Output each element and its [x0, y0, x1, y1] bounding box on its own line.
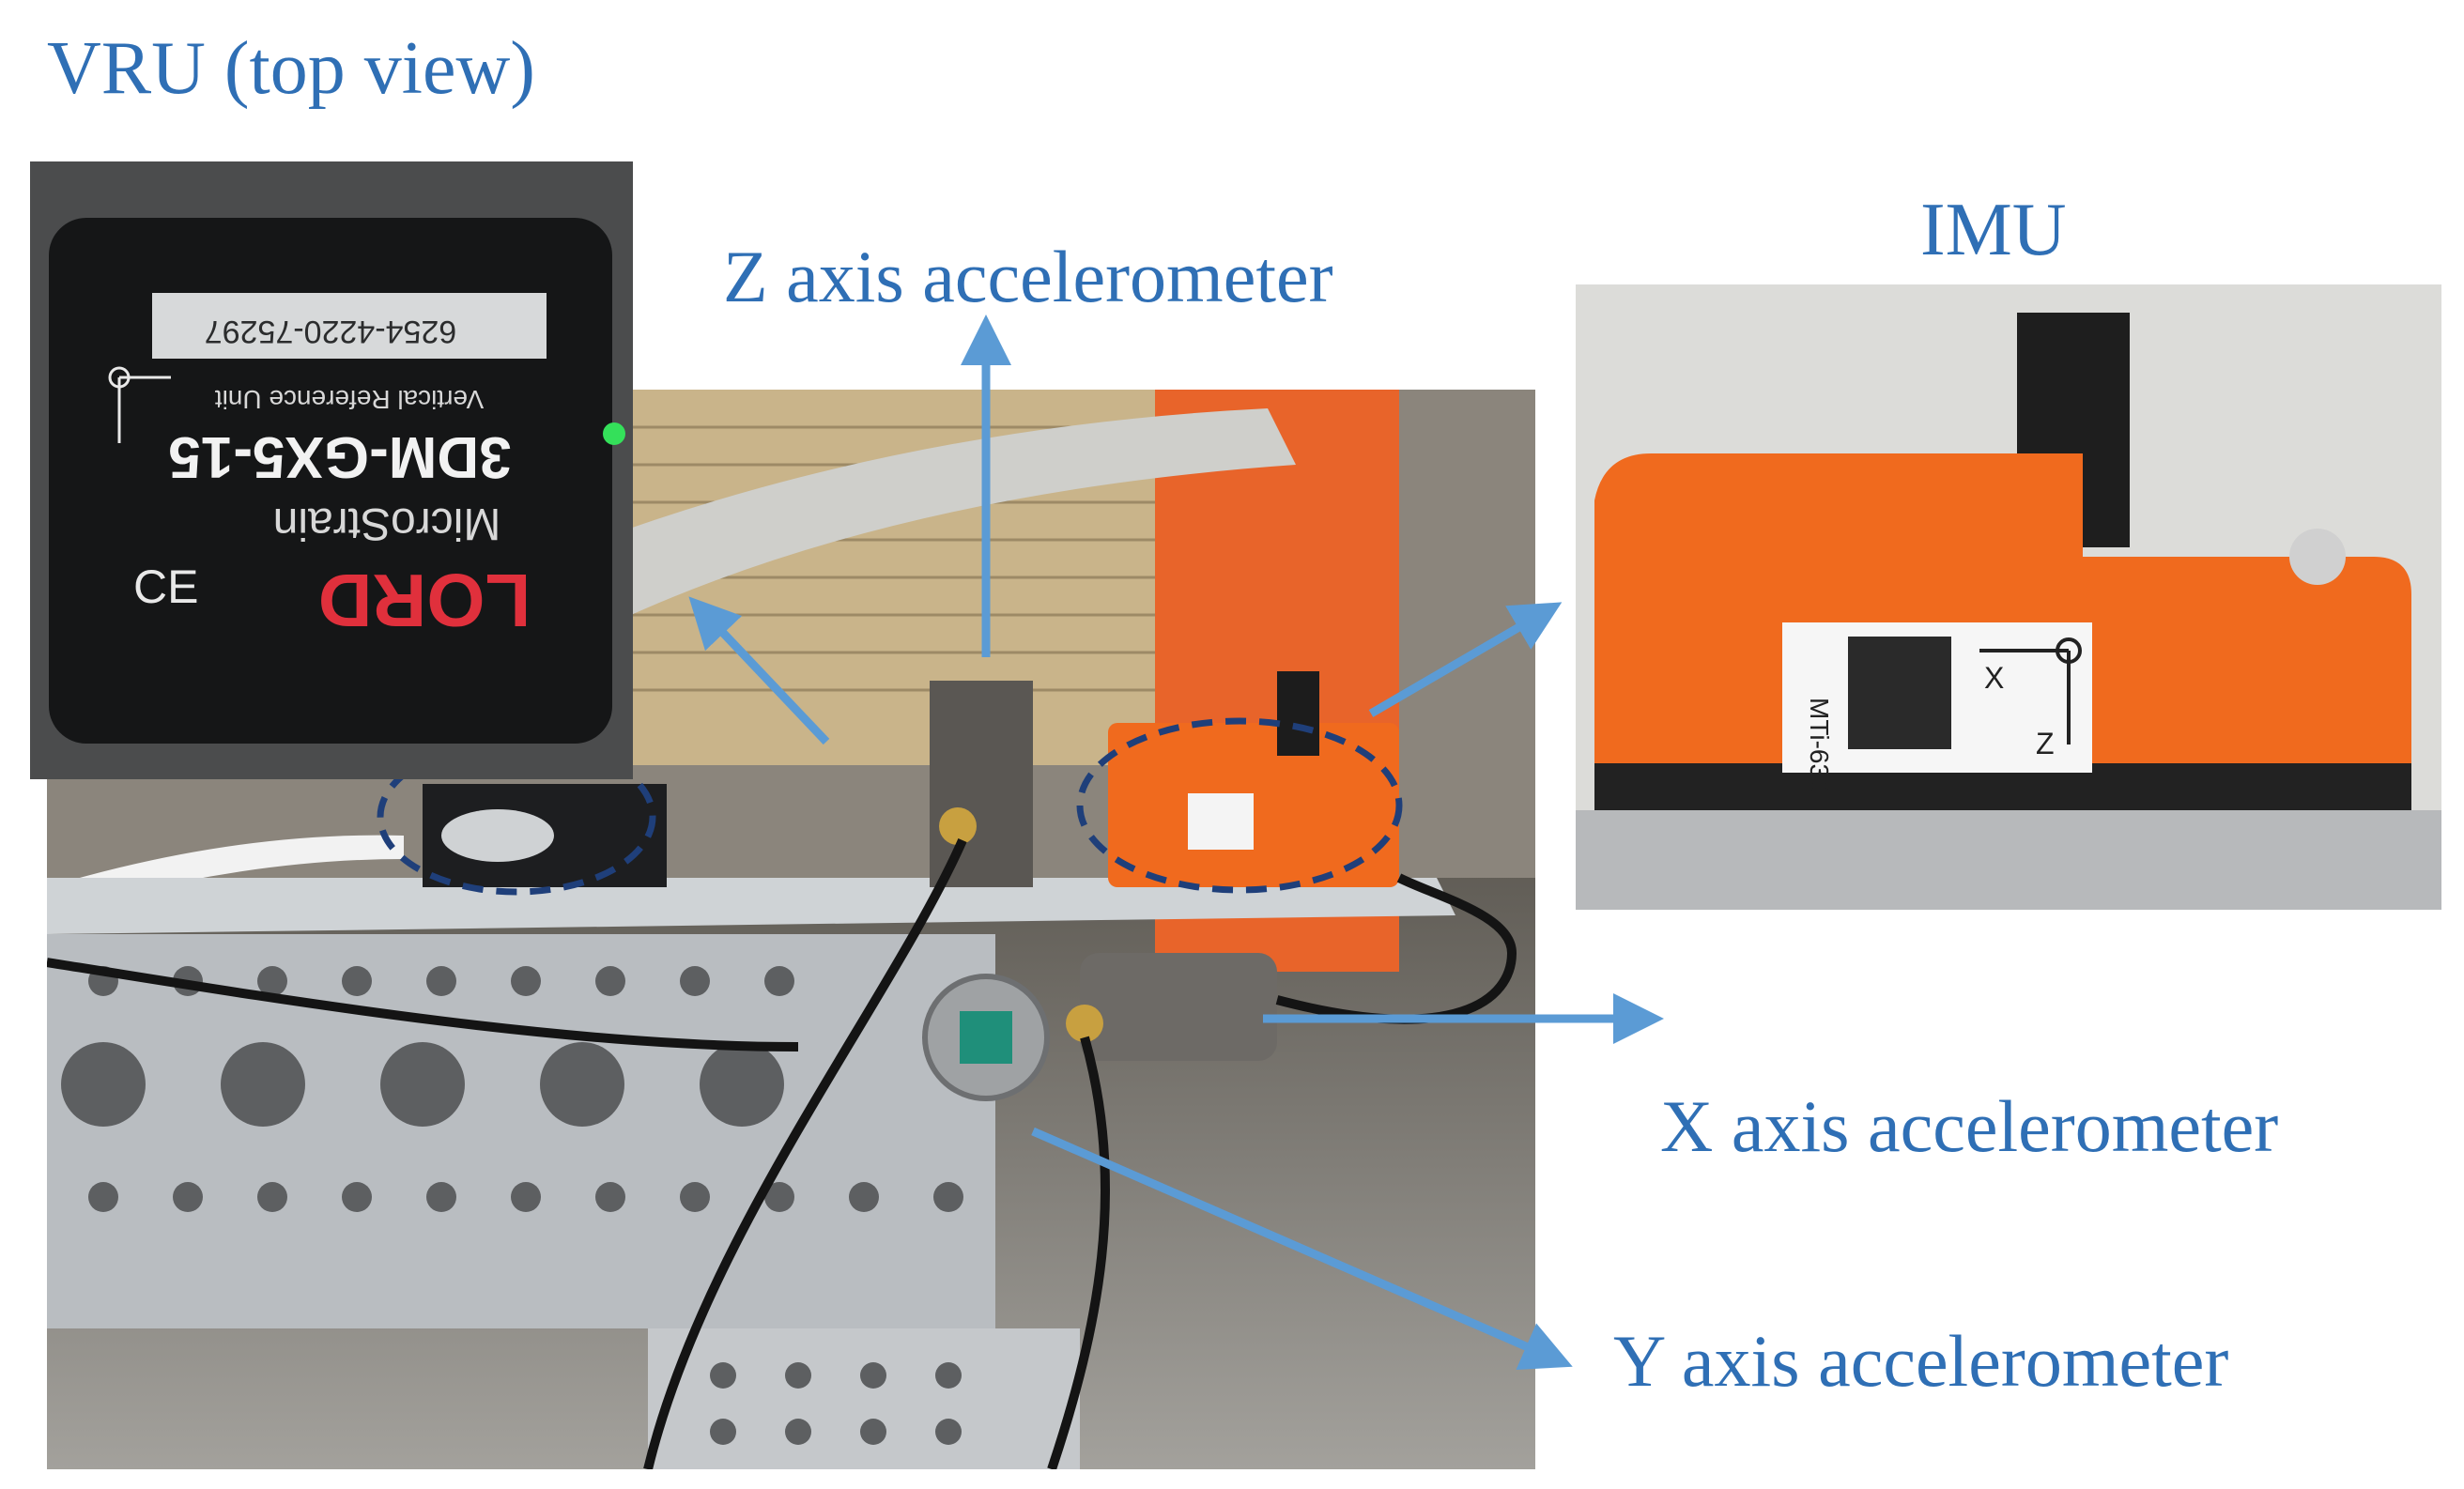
imu-inset-photo: MTi-630 X Z	[1576, 284, 2441, 910]
z-axis-label: Z axis accelerometer	[723, 236, 1333, 317]
imu-small-connector	[1277, 671, 1319, 756]
imu-base-plate	[1576, 810, 2441, 910]
y-accelerometer-chip	[960, 1011, 1012, 1064]
vru-inset-drawing: 6254-4220-75297 Vertical Reference Unit …	[30, 161, 633, 779]
y-axis-arrow	[1031, 1127, 1573, 1370]
black-cables	[47, 837, 1517, 1469]
vru-serial-text: 6254-4220-75297	[205, 314, 456, 349]
lower-plate	[648, 1328, 1080, 1469]
vru-maker-text: MicroStrain	[273, 499, 501, 548]
vru-axis-glyph	[108, 366, 171, 443]
x-axis-label: X axis accelerometer	[1660, 1085, 2279, 1167]
z-accelerometer-connector	[939, 807, 977, 845]
top-plate	[47, 878, 1455, 934]
x-accelerometer-body	[1080, 953, 1277, 1061]
x-accelerometer-connector	[1066, 1005, 1103, 1042]
vru-title: VRU (top view)	[47, 27, 535, 110]
imu-axis-z-label: Z	[2036, 727, 2055, 760]
imu-axis-glyph	[1979, 637, 2082, 744]
y-axis-label: Y axis accelerometer	[1613, 1320, 2229, 1402]
imu-dashed-ellipse	[1076, 717, 1403, 894]
white-cable	[47, 835, 404, 915]
imu-pointer-arrow	[1368, 602, 1563, 717]
vru-pointer-arrow	[688, 596, 830, 745]
vru-desc-text: Vertical Reference Unit	[215, 385, 485, 414]
vru-inset-photo: 6254-4220-75297 Vertical Reference Unit …	[30, 161, 633, 779]
vru-serial-plate	[152, 293, 547, 359]
z-accelerometer-body	[930, 681, 1033, 887]
vru-brand-logo: LORD	[318, 559, 531, 642]
aluminium-beam	[47, 934, 995, 1328]
imu-small-label	[1188, 793, 1254, 850]
vru-mount-bolt	[441, 809, 554, 862]
lower-plate-holes	[710, 1362, 962, 1445]
imu-model-text: MTi-630	[1805, 698, 1834, 793]
ce-mark-icon: CE	[133, 560, 198, 613]
imu-inset-drawing: MTi-630 X Z	[1576, 284, 2441, 910]
status-led	[603, 422, 625, 445]
imu-title: IMU	[1920, 189, 2067, 271]
imu-screw	[2289, 529, 2346, 585]
imu-qr-code	[1848, 637, 1951, 749]
vru-model-text: 3DM-GX5-15	[168, 424, 511, 489]
imu-axis-x-label: X	[1984, 661, 2004, 695]
beam-holes	[61, 966, 963, 1212]
ribbon-cable	[573, 408, 1296, 624]
